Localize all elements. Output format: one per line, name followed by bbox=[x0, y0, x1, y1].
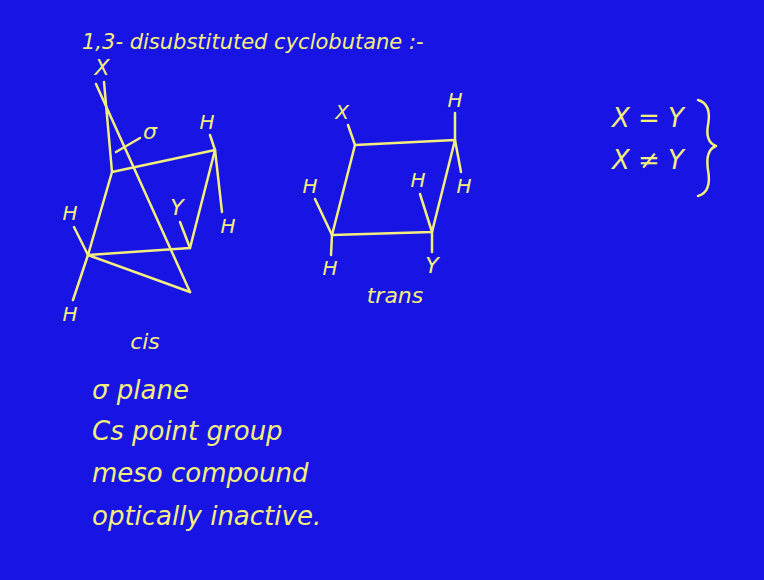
atom-label: H bbox=[456, 176, 471, 196]
atom-label: Y bbox=[425, 255, 438, 277]
case-note: X = Y bbox=[612, 105, 684, 131]
atom-label: H bbox=[322, 258, 337, 278]
atom-label: H bbox=[220, 216, 235, 236]
isomer-label: trans bbox=[367, 285, 424, 307]
property-note: optically inactive. bbox=[92, 503, 321, 529]
atom-label: Y bbox=[170, 197, 183, 219]
atom-label: H bbox=[199, 112, 214, 132]
symmetry-symbol: σ bbox=[143, 121, 157, 143]
property-note: meso compound bbox=[92, 460, 308, 486]
atom-label: H bbox=[62, 203, 77, 223]
slide-title: 1,3- disubstituted cyclobutane :- bbox=[82, 32, 424, 53]
atom-label: X bbox=[94, 57, 109, 79]
atom-label: H bbox=[410, 170, 425, 190]
atom-label: H bbox=[302, 176, 317, 196]
case-note: X ≠ Y bbox=[612, 147, 684, 173]
isomer-label: cis bbox=[130, 331, 160, 353]
property-note: σ plane bbox=[92, 377, 189, 403]
atom-label: H bbox=[447, 90, 462, 110]
property-note: Cs point group bbox=[92, 418, 283, 444]
atom-label: X bbox=[335, 102, 349, 122]
atom-label: H bbox=[62, 304, 77, 324]
